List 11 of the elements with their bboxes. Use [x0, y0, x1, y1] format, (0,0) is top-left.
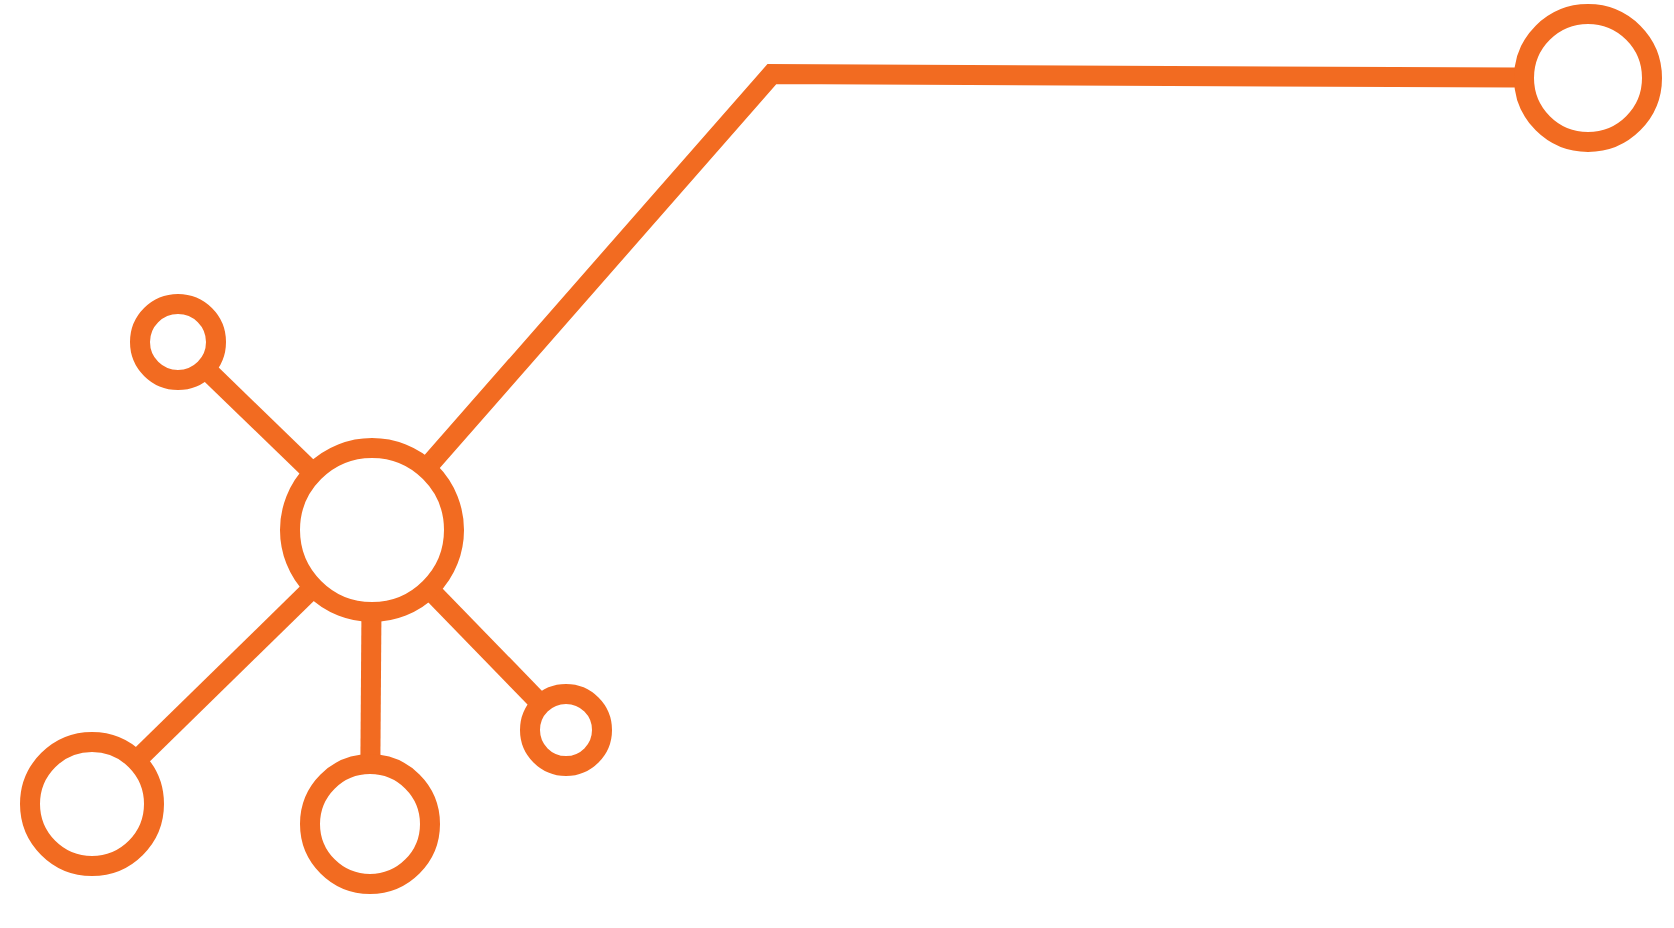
circle-node [1514, 4, 1662, 152]
connector-line [423, 63, 1517, 469]
circle-node [280, 438, 464, 622]
connector-line [427, 587, 543, 706]
circle-node [300, 754, 440, 894]
circle-node [20, 732, 164, 876]
connector-line [135, 585, 315, 763]
circle-node [130, 294, 226, 390]
connector-line [204, 366, 315, 475]
circle-node [520, 684, 612, 776]
connector-line [360, 619, 382, 757]
